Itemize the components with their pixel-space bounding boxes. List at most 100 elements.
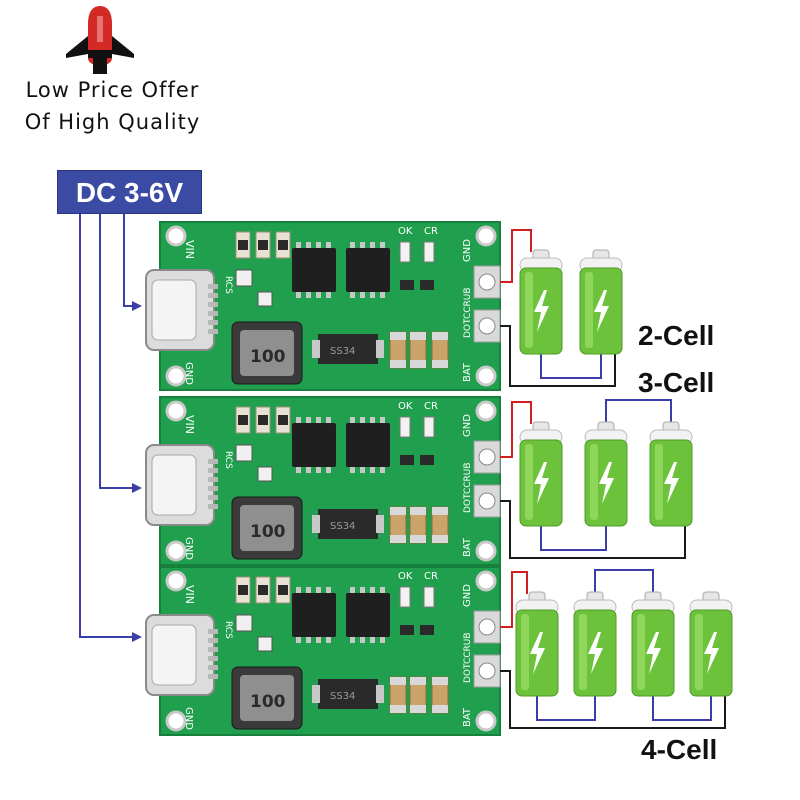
ic-pin <box>326 417 331 423</box>
pin-label-vin: VIN <box>183 240 196 259</box>
ic-pin <box>380 242 385 248</box>
inductor-top <box>240 675 294 721</box>
resistor-body <box>238 240 248 250</box>
silkscreen-text: DOTCCRUB <box>463 287 473 338</box>
battery-highlight <box>521 614 529 690</box>
ic-chip <box>292 248 336 292</box>
cap-pad <box>432 677 448 685</box>
smd-part <box>400 280 414 290</box>
ic-pin <box>350 467 355 473</box>
cap-pad <box>390 535 406 543</box>
series-link <box>605 399 672 424</box>
battery-highlight <box>579 614 587 690</box>
smd-pad <box>257 466 273 482</box>
status-led-ok <box>399 241 411 263</box>
mounting-hole <box>475 365 497 387</box>
battery-cell-icon <box>649 421 693 527</box>
config-label-3-cell: 3-Cell <box>638 367 715 398</box>
ic-pin <box>306 242 311 248</box>
pin-label-rcs: RCS <box>223 451 233 469</box>
ic-pin <box>370 637 375 643</box>
smd-part <box>400 455 414 465</box>
cap-pad <box>390 360 406 368</box>
cap-pad <box>432 332 448 340</box>
battery-highlight <box>637 614 645 690</box>
mounting-hole <box>475 225 497 247</box>
ic-pin <box>380 637 385 643</box>
cap-pad <box>432 507 448 515</box>
ic-pin <box>360 417 365 423</box>
flame-rocket-logo-icon <box>66 6 134 74</box>
lightning-bolt-icon <box>664 462 679 504</box>
ic-pin <box>380 292 385 298</box>
series-link <box>540 526 607 551</box>
led-label-cr: CR <box>424 226 438 237</box>
ic-chip <box>292 593 336 637</box>
usb-pin <box>208 656 218 661</box>
diode-marking: SS34 <box>330 346 355 357</box>
positive-wire <box>500 401 532 458</box>
ic-pin <box>370 467 375 473</box>
ic-pin <box>316 587 321 593</box>
pin-label-gnd-out: GND <box>462 239 473 262</box>
ic-chip <box>346 248 390 292</box>
status-led-ok <box>399 586 411 608</box>
battery-cell-icon <box>584 421 628 527</box>
ic-pin <box>306 292 311 298</box>
ic-pin <box>326 587 331 593</box>
battery-highlight <box>655 444 663 520</box>
battery-highlight <box>525 444 533 520</box>
ic-pin <box>306 417 311 423</box>
usb-pin <box>208 293 218 298</box>
series-link <box>540 354 602 379</box>
cap-pad <box>390 507 406 515</box>
resistor-body <box>258 415 268 425</box>
smd-part <box>420 625 434 635</box>
resistor-body <box>238 415 248 425</box>
ic-pin <box>350 417 355 423</box>
mounting-hole <box>475 540 497 562</box>
usb-pin <box>208 477 218 482</box>
led-label-ok: OK <box>398 571 413 582</box>
ic-pin <box>370 242 375 248</box>
cap-pad <box>390 705 406 713</box>
led-label-ok: OK <box>398 401 413 412</box>
mounting-hole <box>475 570 497 592</box>
input-wire-1 <box>123 212 142 311</box>
battery-cell-icon <box>519 249 563 355</box>
battery-cell-icon <box>515 591 559 697</box>
lightning-bolt-icon <box>588 632 603 674</box>
usb-pin <box>208 638 218 643</box>
ic-pin <box>296 587 301 593</box>
diode-pad <box>312 685 320 703</box>
ic-pin <box>296 467 301 473</box>
lightning-bolt-icon <box>530 632 545 674</box>
cap-pad <box>390 332 406 340</box>
status-led-cr <box>423 586 435 608</box>
resistor-body <box>278 415 288 425</box>
usb-c-port <box>151 279 197 341</box>
inductor-top <box>240 330 294 376</box>
output-hole-bat <box>478 317 496 335</box>
ic-chip <box>346 423 390 467</box>
ic-pin <box>350 242 355 248</box>
schottky-diode <box>318 509 378 539</box>
smd-pad <box>257 636 273 652</box>
battery-highlight <box>590 444 598 520</box>
silkscreen-text: DOTCCRUB <box>463 462 473 513</box>
ic-pin <box>380 587 385 593</box>
usb-pin <box>208 504 218 509</box>
output-hole-bat <box>478 662 496 680</box>
battery-cell-icon <box>519 421 563 527</box>
config-label-2-cell: 2-Cell <box>638 320 715 351</box>
diode-pad <box>376 340 384 358</box>
ic-pin <box>316 292 321 298</box>
mounting-hole <box>475 400 497 422</box>
cap-pad <box>410 677 426 685</box>
lightning-bolt-icon <box>646 632 661 674</box>
usb-pin <box>208 329 218 334</box>
usb-pin <box>208 665 218 670</box>
mounting-hole <box>165 400 187 422</box>
